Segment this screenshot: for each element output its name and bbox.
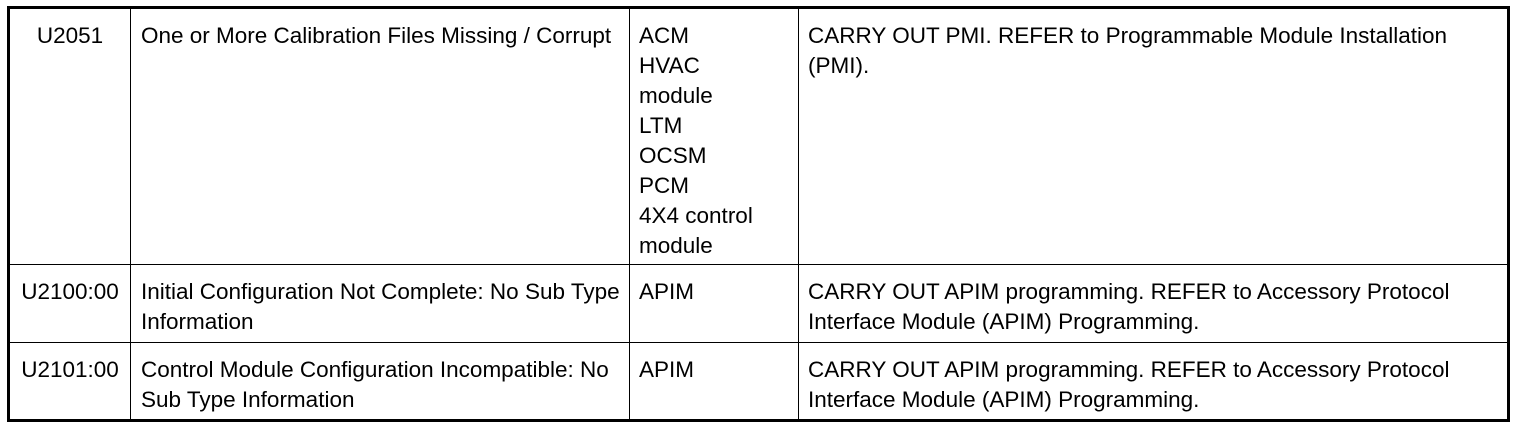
module-name: module <box>639 83 713 108</box>
description-cell: One or More Calibration Files Missing / … <box>130 7 630 265</box>
module-name: OCSM <box>639 143 707 168</box>
action-text: CARRY OUT APIM programming. REFER to Acc… <box>808 357 1450 412</box>
module-name: LTM <box>639 113 683 138</box>
action-cell: CARRY OUT PMI. REFER to Programmable Mod… <box>798 7 1509 265</box>
action-cell: CARRY OUT APIM programming. REFER to Acc… <box>798 264 1509 343</box>
description-text: Control Module Configuration Incompatibl… <box>141 357 609 412</box>
table-row: U2100:00 Initial Configuration Not Compl… <box>8 264 1509 343</box>
dtc-code: U2100:00 <box>21 279 119 304</box>
description-text: Initial Configuration Not Complete: No S… <box>141 279 620 334</box>
dtc-code: U2051 <box>36 23 104 48</box>
action-text: CARRY OUT APIM programming. REFER to Acc… <box>808 279 1450 334</box>
modules-cell: APIM <box>629 264 799 343</box>
dtc-table: U2051 One or More Calibration Files Miss… <box>7 6 1510 422</box>
module-name: 4X4 control <box>639 203 753 228</box>
table-row: U2051 One or More Calibration Files Miss… <box>8 7 1509 265</box>
action-cell: CARRY OUT APIM programming. REFER to Acc… <box>798 342 1509 421</box>
modules-cell: APIM <box>629 342 799 421</box>
dtc-code: U2101:00 <box>21 357 119 382</box>
module-name: ACM <box>639 23 689 48</box>
action-text: CARRY OUT PMI. REFER to Programmable Mod… <box>808 23 1447 78</box>
module-name: PCM <box>639 173 689 198</box>
module-name: APIM <box>639 279 695 304</box>
modules-cell: ACM HVAC module LTM OCSM PCM 4X4 control… <box>629 7 799 265</box>
dtc-code-cell: U2051 <box>8 7 131 265</box>
table-row: U2101:00 Control Module Configuration In… <box>8 342 1509 421</box>
module-name: HVAC <box>639 53 700 78</box>
description-text: One or More Calibration Files Missing / … <box>141 23 612 48</box>
dtc-code-cell: U2100:00 <box>8 264 131 343</box>
module-name: module <box>639 233 713 258</box>
description-cell: Control Module Configuration Incompatibl… <box>130 342 630 421</box>
module-name: APIM <box>639 357 695 382</box>
description-cell: Initial Configuration Not Complete: No S… <box>130 264 630 343</box>
dtc-code-cell: U2101:00 <box>8 342 131 421</box>
